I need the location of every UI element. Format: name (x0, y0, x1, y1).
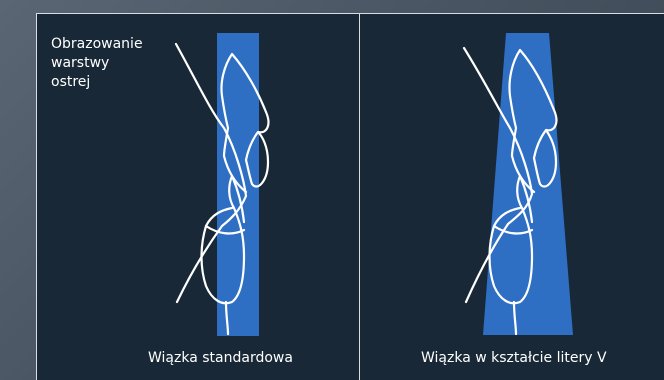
focal-layer-annotation: Obrazowanie warstwy ostrej (51, 35, 143, 92)
caption-standard-beam: Wiązka standardowa (148, 349, 293, 368)
caption-v-beam: Wiązka w kształcie litery V (421, 349, 607, 368)
